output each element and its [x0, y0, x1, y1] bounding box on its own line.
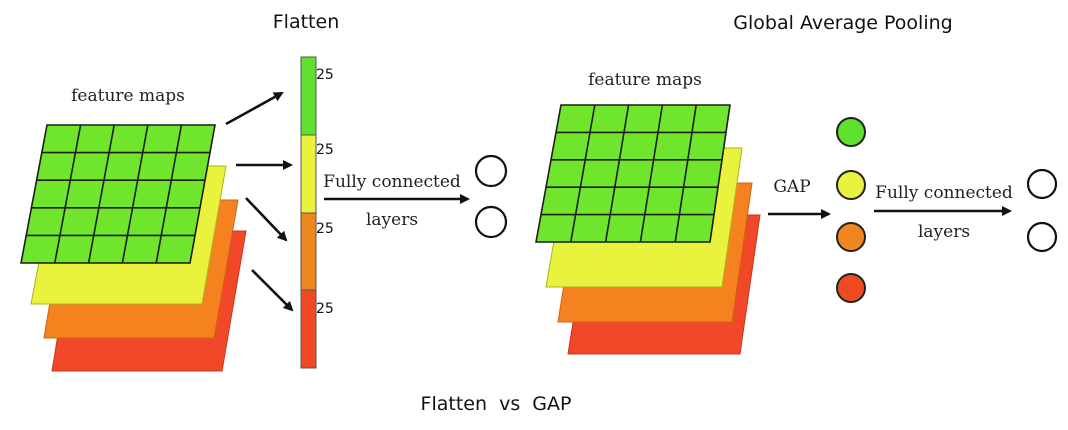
left-arrow-4	[251, 269, 294, 312]
left-fc-label-line2: layers	[366, 210, 418, 230]
right-map-green	[535, 104, 731, 243]
right-grid-col-line	[639, 104, 664, 243]
vector-segment-1-label: 25	[316, 67, 334, 83]
right-grid-col-line	[674, 104, 697, 243]
left-feature-maps-label: feature maps	[71, 86, 185, 106]
vector-segment-2-label: 25	[316, 142, 334, 158]
vector-segment-2	[300, 134, 317, 214]
right-fc-label-line2: layers	[918, 222, 970, 242]
right-feature-maps-label: feature maps	[588, 70, 702, 90]
pooled-vector	[836, 117, 866, 303]
right-grid-col-line	[570, 104, 596, 243]
vector-segment-1	[300, 56, 317, 136]
flatten-title: Flatten	[273, 11, 339, 33]
left-fc-label-line1: Fully connected	[323, 172, 461, 192]
vector-segment-4	[300, 289, 317, 369]
vector-segment-4-label: 25	[316, 301, 334, 317]
left-arrow-3	[245, 197, 288, 242]
right-output-node-2	[1026, 221, 1058, 253]
caption: Flatten vs GAP	[421, 393, 572, 415]
left-grid-col-line	[54, 124, 82, 264]
left-grid-col-line	[155, 124, 183, 264]
vector-segment-3-label: 25	[316, 221, 334, 237]
right-output-node-1	[1026, 168, 1058, 200]
pooled-circle-green	[836, 117, 866, 147]
vector-segment-3	[300, 212, 317, 291]
gap-label: GAP	[773, 177, 810, 197]
gap-title: Global Average Pooling	[733, 12, 952, 34]
left-arrow-1	[225, 91, 284, 126]
left-map-green	[20, 124, 216, 264]
pooled-circle-orange	[836, 222, 866, 252]
flatten-vector: 25 25 25 25	[300, 56, 334, 369]
left-map-grid	[26, 124, 210, 264]
right-fc-label-line1: Fully connected	[875, 183, 1013, 203]
right-grid-col-line	[604, 104, 630, 243]
left-feature-map-stack	[20, 124, 247, 372]
pooled-circle-red	[836, 273, 866, 303]
left-grid-col-line	[87, 124, 115, 264]
left-output-node-2	[474, 205, 508, 239]
left-grid-col-line	[121, 124, 149, 264]
right-feature-map-stack	[535, 104, 761, 355]
pooled-circle-yellow	[836, 170, 866, 200]
left-output-node-1	[474, 154, 508, 188]
right-map-grid	[541, 104, 726, 243]
